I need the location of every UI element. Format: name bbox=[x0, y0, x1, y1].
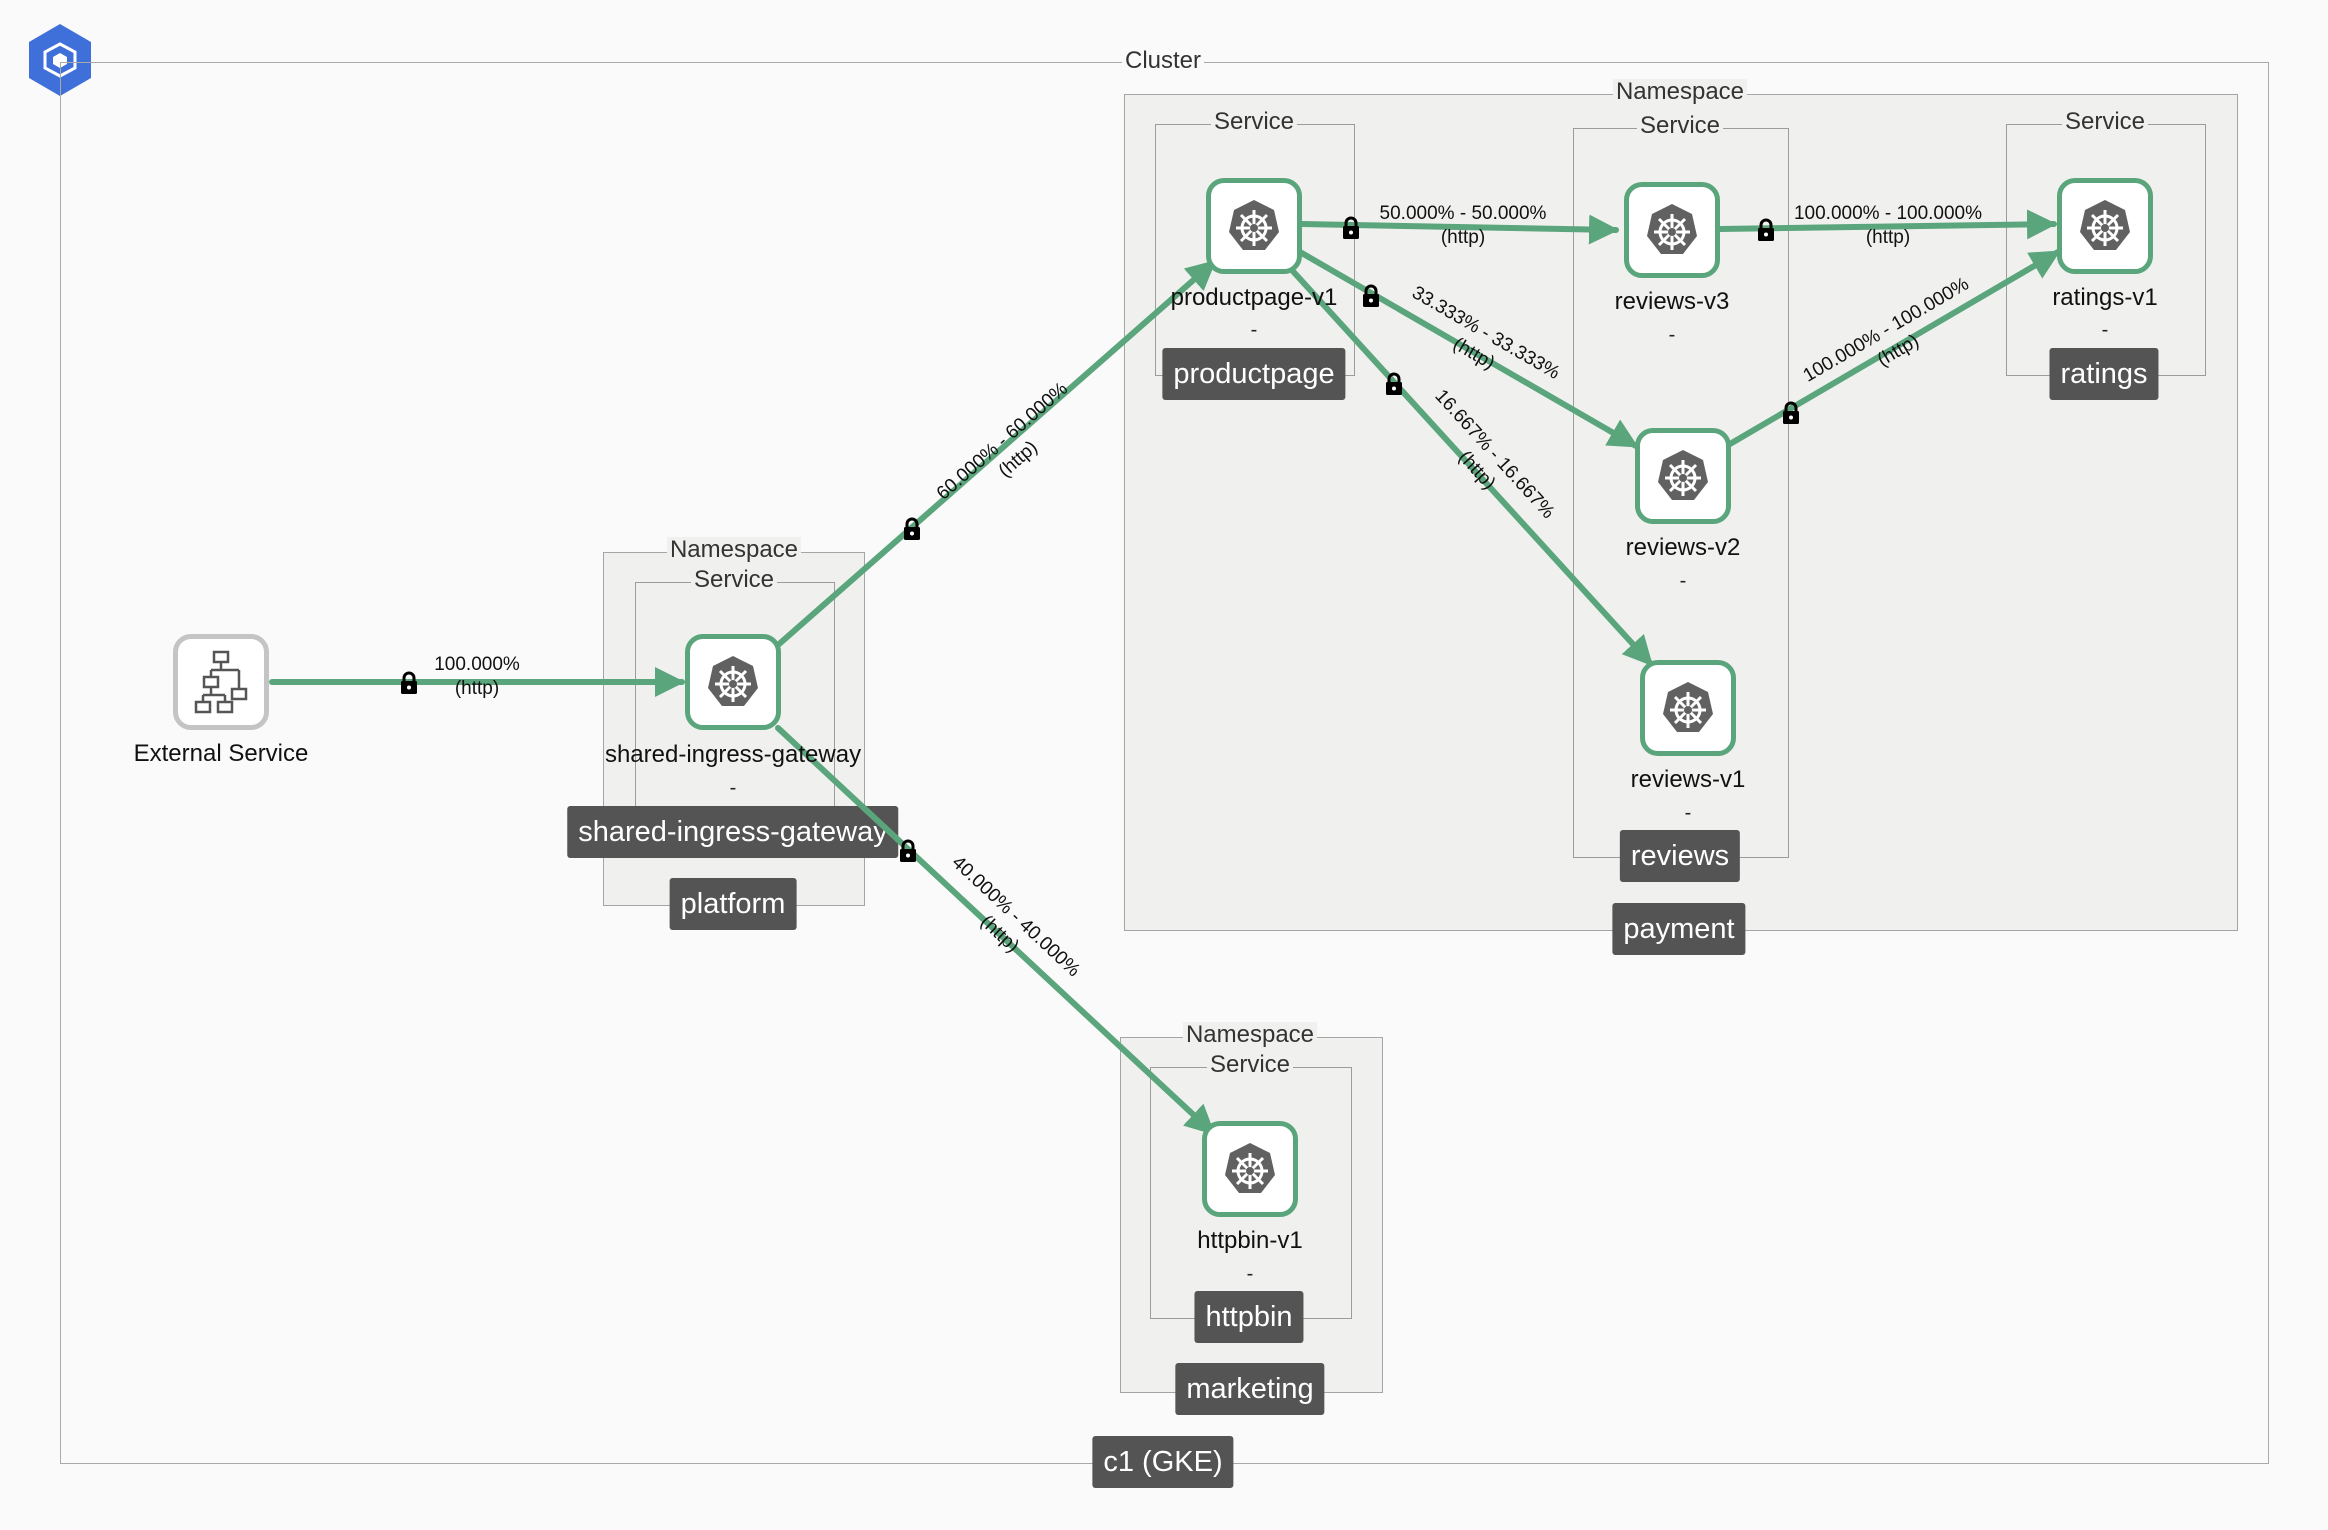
cluster-legend: Cluster bbox=[1121, 48, 1205, 74]
service-reviews-tag[interactable]: reviews bbox=[1619, 830, 1741, 882]
node-ratings-label: ratings-v1 bbox=[2052, 284, 2158, 311]
cluster-name-tag[interactable]: c1 (GKE) bbox=[1092, 1436, 1234, 1488]
node-productpage-label: productpage-v1 bbox=[1170, 284, 1338, 311]
edge-productpage-to-reviews-v1 bbox=[1287, 265, 1654, 667]
namespace-platform-tag[interactable]: platform bbox=[669, 878, 797, 930]
mtls-lock-icon bbox=[1384, 372, 1404, 396]
namespace-platform-legend: Namespace bbox=[666, 537, 802, 563]
svg-text:(http): (http) bbox=[1866, 227, 1910, 248]
service-reviews-legend: Service bbox=[1636, 113, 1724, 139]
kubernetes-icon bbox=[1229, 200, 1279, 250]
kubernetes-icon bbox=[1647, 204, 1697, 254]
node-reviews-v2-label: reviews-v2 bbox=[1625, 534, 1741, 561]
node-external-label: External Service bbox=[133, 740, 309, 767]
namespace-marketing-tag[interactable]: marketing bbox=[1175, 1363, 1325, 1415]
edge-label-gateway-httpbin: 40.000% - 40.000% (http) bbox=[948, 852, 1084, 981]
svg-text:(http): (http) bbox=[455, 678, 499, 699]
mtls-lock-icon bbox=[399, 671, 419, 695]
service-ratings-legend: Service bbox=[2061, 109, 2149, 135]
node-reviews-v1[interactable] bbox=[1640, 660, 1736, 756]
svg-text:60.000% - 60.000%: 60.000% - 60.000% bbox=[933, 378, 1072, 504]
node-productpage-sub: - bbox=[1250, 319, 1258, 341]
service-productpage-tag[interactable]: productpage bbox=[1162, 348, 1346, 400]
edge-gateway-to-httpbin bbox=[775, 725, 1216, 1136]
service-httpbin-tag[interactable]: httpbin bbox=[1194, 1291, 1304, 1343]
edge-label-external-gateway: 100.000% (http) bbox=[434, 654, 520, 699]
node-reviews-v3[interactable] bbox=[1624, 182, 1720, 278]
edge-label-productpage-reviews-v3: 50.000% - 50.000% (http) bbox=[1380, 203, 1547, 248]
svg-text:16.667% - 16.667%: 16.667% - 16.667% bbox=[1430, 386, 1558, 523]
service-gateway-tag[interactable]: shared-ingress-gateway bbox=[567, 806, 899, 858]
edge-label-productpage-reviews-v1: 16.667% - 16.667% (http) bbox=[1430, 386, 1558, 523]
namespace-payment-tag[interactable]: payment bbox=[1612, 903, 1746, 955]
kubernetes-icon bbox=[2080, 200, 2130, 250]
node-reviews-v3-sub: - bbox=[1668, 324, 1676, 346]
edge-productpage-to-reviews-v2 bbox=[1297, 249, 1639, 449]
kubernetes-icon bbox=[1658, 450, 1708, 500]
namespace-marketing-legend: Namespace bbox=[1182, 1022, 1318, 1048]
node-ratings-sub: - bbox=[2101, 319, 2109, 341]
node-reviews-v1-label: reviews-v1 bbox=[1630, 766, 1746, 793]
mtls-lock-icon bbox=[902, 517, 922, 541]
node-httpbin-sub: - bbox=[1246, 1263, 1254, 1285]
edge-reviews-v3-to-ratings bbox=[1717, 209, 2057, 240]
service-httpbin-legend: Service bbox=[1206, 1052, 1294, 1078]
node-gateway-sub: - bbox=[729, 777, 737, 799]
node-productpage-v1[interactable] bbox=[1206, 178, 1302, 274]
edge-productpage-to-reviews-v3 bbox=[1299, 214, 1619, 245]
hierarchy-icon bbox=[194, 650, 248, 714]
namespace-payment-legend: Namespace bbox=[1612, 79, 1748, 105]
node-httpbin-v1[interactable] bbox=[1202, 1121, 1298, 1217]
node-reviews-v2[interactable] bbox=[1635, 428, 1731, 524]
mtls-lock-icon bbox=[1341, 216, 1361, 240]
kubernetes-icon bbox=[1225, 1143, 1275, 1193]
node-reviews-v3-label: reviews-v3 bbox=[1614, 288, 1730, 315]
node-httpbin-label: httpbin-v1 bbox=[1197, 1227, 1303, 1254]
svg-text:100.000% - 100.000%: 100.000% - 100.000% bbox=[1794, 203, 1982, 224]
edge-label-gateway-productpage: 60.000% - 60.000% (http) bbox=[933, 378, 1072, 504]
service-gateway-legend: Service bbox=[690, 567, 778, 593]
mtls-lock-icon bbox=[1361, 284, 1381, 308]
svg-text:100.000%: 100.000% bbox=[434, 654, 520, 675]
service-ratings-tag[interactable]: ratings bbox=[2049, 348, 2159, 400]
node-reviews-v1-sub: - bbox=[1684, 802, 1692, 824]
edge-gateway-to-productpage bbox=[775, 259, 1217, 648]
kubernetes-icon bbox=[708, 656, 758, 706]
svg-text:50.000% - 50.000%: 50.000% - 50.000% bbox=[1380, 203, 1547, 224]
kubernetes-icon bbox=[1663, 682, 1713, 732]
svg-text:40.000% - 40.000%: 40.000% - 40.000% bbox=[948, 852, 1084, 981]
mtls-lock-icon bbox=[1756, 218, 1776, 242]
node-reviews-v2-sub: - bbox=[1679, 570, 1687, 592]
edge-label-reviews-v3-ratings: 100.000% - 100.000% (http) bbox=[1794, 203, 1982, 248]
node-shared-ingress-gateway[interactable] bbox=[685, 634, 781, 730]
node-gateway-label: shared-ingress-gateway bbox=[604, 741, 862, 768]
mtls-lock-icon bbox=[898, 839, 918, 863]
service-productpage-legend: Service bbox=[1210, 109, 1298, 135]
node-external-service[interactable] bbox=[173, 634, 269, 730]
node-ratings-v1[interactable] bbox=[2057, 178, 2153, 274]
svg-text:(http): (http) bbox=[1441, 227, 1485, 248]
